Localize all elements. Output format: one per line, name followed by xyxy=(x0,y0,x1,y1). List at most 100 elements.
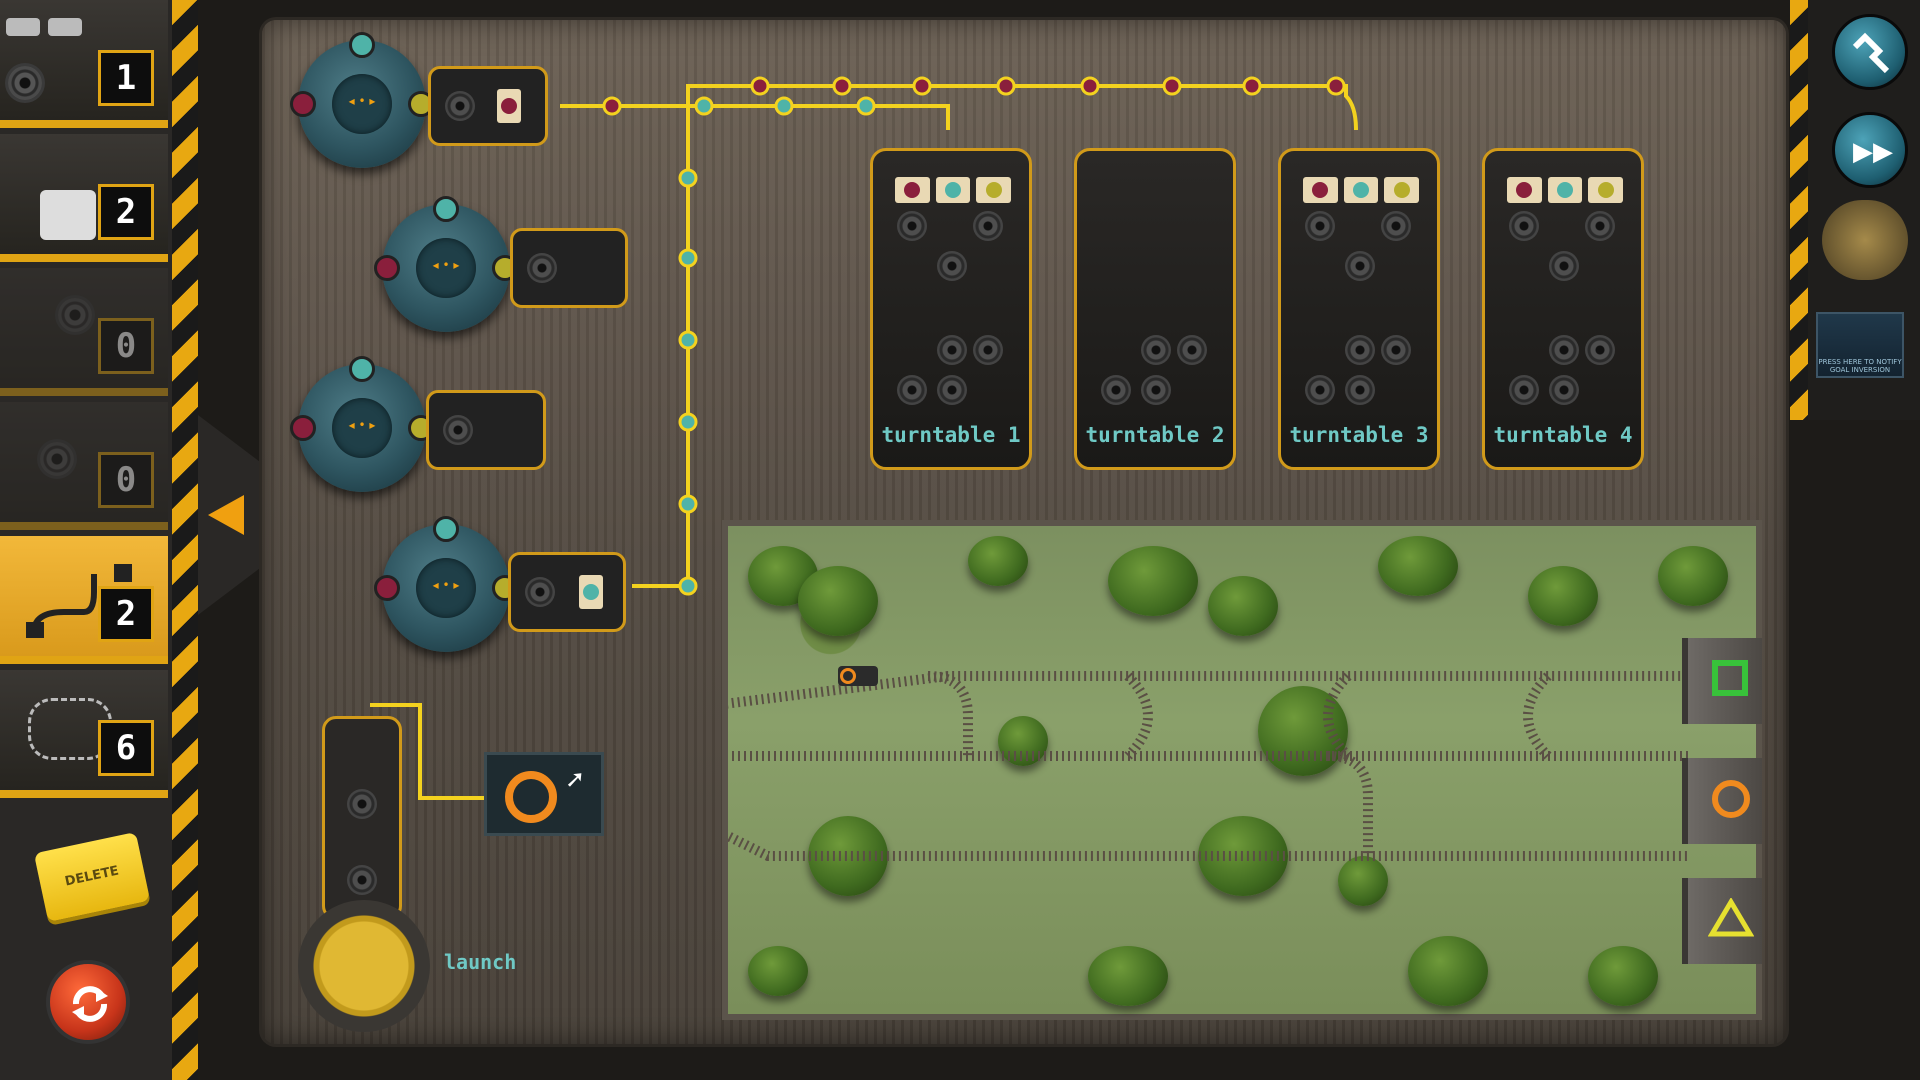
tool-slot-loop[interactable]: 6 xyxy=(0,670,168,798)
tool-slot-wire[interactable]: 2 xyxy=(0,536,168,664)
color-sockets xyxy=(895,177,1012,203)
tool-palette: 1 2 0 0 2 6 DELETE xyxy=(0,0,198,1080)
gear-icon xyxy=(897,375,927,405)
gear-icon xyxy=(40,442,74,476)
wire-node xyxy=(1080,76,1100,96)
path-icon xyxy=(1852,32,1890,74)
turntable-label: turntable 1 xyxy=(881,423,1021,447)
tree xyxy=(1408,936,1488,1006)
teal-knob xyxy=(433,196,459,222)
gear-icon xyxy=(937,375,967,405)
tool-slot-switch[interactable]: 1 xyxy=(0,0,168,128)
dial-output-box xyxy=(508,552,626,632)
color-dial[interactable] xyxy=(290,32,434,168)
gear-icon xyxy=(443,415,473,445)
gear-icon xyxy=(1509,211,1539,241)
gear-icon xyxy=(58,298,92,332)
tree xyxy=(1198,816,1288,896)
wire-node xyxy=(1326,76,1346,96)
color-dial[interactable] xyxy=(374,196,518,332)
reset-button[interactable] xyxy=(46,960,130,1044)
arrow-left-icon xyxy=(208,495,244,535)
tree xyxy=(1208,576,1278,636)
red-knob xyxy=(374,575,400,601)
dial-hub xyxy=(416,238,476,298)
tree xyxy=(1108,546,1198,616)
gear-icon xyxy=(1549,251,1579,281)
sensor-icon xyxy=(40,190,96,240)
launch-button[interactable] xyxy=(298,900,430,1032)
gear-icon xyxy=(937,335,967,365)
turntable-label: turntable 3 xyxy=(1289,423,1429,447)
wire-node xyxy=(774,96,794,116)
dial-output-box xyxy=(428,66,548,146)
gear-icon xyxy=(1141,375,1171,405)
mascot-avatar[interactable] xyxy=(1822,200,1908,280)
depot-circle xyxy=(1682,758,1762,844)
refresh-icon xyxy=(72,986,108,1022)
dial-hub xyxy=(332,398,392,458)
color-dial[interactable] xyxy=(374,516,518,652)
ring-icon xyxy=(505,771,557,823)
circle-icon xyxy=(1712,780,1750,818)
gear-icon xyxy=(347,789,377,819)
tool-slot-sensor[interactable]: 2 xyxy=(0,134,168,262)
fast-forward-icon: ▶▶ xyxy=(1853,137,1893,167)
depot-square xyxy=(1682,638,1762,724)
tree xyxy=(968,536,1028,586)
tree xyxy=(1088,946,1168,1006)
turntable-label: turntable 4 xyxy=(1493,423,1633,447)
tree xyxy=(1338,856,1388,906)
triangle-icon xyxy=(1708,898,1754,937)
dial-hub xyxy=(332,74,392,134)
gear-icon xyxy=(1141,335,1171,365)
turntable-2[interactable]: turntable 2 xyxy=(1074,148,1236,470)
wire-node xyxy=(856,96,876,116)
manual-thumbnail[interactable]: PRESS HERE TO NOTIFY GOAL INVERSION xyxy=(1816,312,1904,378)
square-icon xyxy=(1712,660,1748,696)
tree xyxy=(798,566,878,636)
wire-node xyxy=(678,168,698,188)
fast-forward-button[interactable]: ▶▶ xyxy=(1832,112,1908,188)
color-dial[interactable] xyxy=(290,356,434,492)
dial-output-box xyxy=(426,390,546,470)
switch-icon xyxy=(6,18,40,36)
tool-count: 0 xyxy=(98,452,154,508)
teal-knob xyxy=(349,356,375,382)
tool-count: 2 xyxy=(98,184,154,240)
tree xyxy=(748,946,808,996)
gear-icon xyxy=(973,211,1003,241)
turntable-3[interactable]: turntable 3 xyxy=(1278,148,1440,470)
turntable-4[interactable]: turntable 4 xyxy=(1482,148,1644,470)
wire-node xyxy=(1162,76,1182,96)
color-sockets xyxy=(1303,177,1420,203)
gear-icon xyxy=(527,253,557,283)
color-sockets xyxy=(1507,177,1624,203)
gear-icon xyxy=(1549,335,1579,365)
wire-node xyxy=(678,248,698,268)
turntable-label: turntable 2 xyxy=(1085,423,1225,447)
wire-node xyxy=(996,76,1016,96)
hint-button[interactable] xyxy=(1832,14,1908,90)
gear-icon xyxy=(1381,211,1411,241)
teal-knob xyxy=(433,516,459,542)
hazard-stripe xyxy=(1790,0,1808,420)
switch-icon xyxy=(48,18,82,36)
gear-icon xyxy=(973,335,1003,365)
gear-icon xyxy=(1177,335,1207,365)
wire-node xyxy=(912,76,932,96)
goal-display: ➚ xyxy=(484,752,604,836)
red-knob xyxy=(290,91,316,117)
tool-slot-lever[interactable]: 0 xyxy=(0,268,168,396)
wire-node xyxy=(694,96,714,116)
tool-count: 0 xyxy=(98,318,154,374)
wire-node xyxy=(678,412,698,432)
gear-icon xyxy=(1509,375,1539,405)
tree xyxy=(1528,566,1598,626)
wire-node xyxy=(602,96,622,116)
dial-hub xyxy=(416,558,476,618)
turntable-1[interactable]: turntable 1 xyxy=(870,148,1032,470)
tool-slot-gear[interactable]: 0 xyxy=(0,402,168,530)
wire-connector-icon xyxy=(26,564,132,638)
